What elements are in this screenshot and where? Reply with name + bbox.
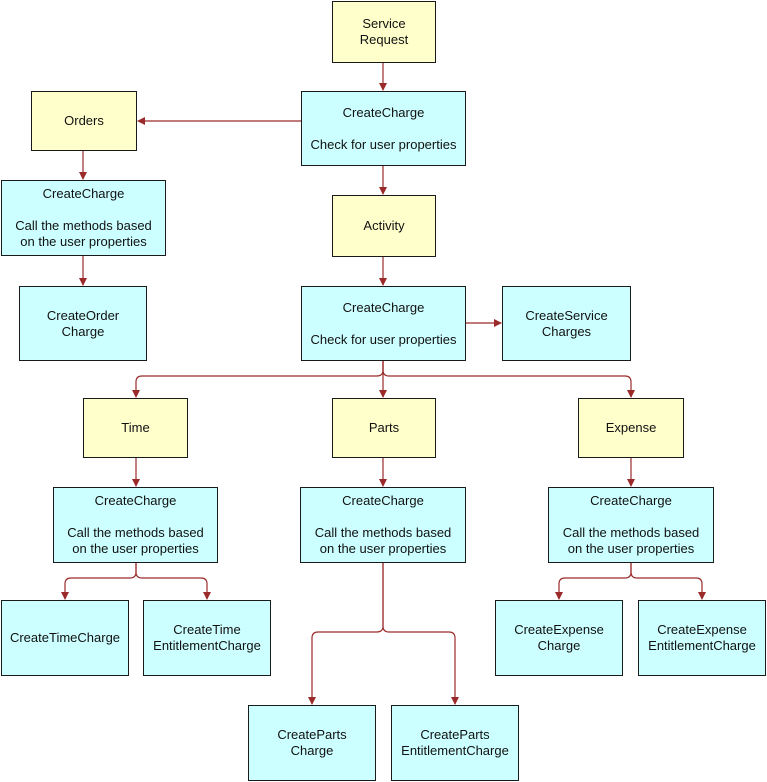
node-label-line: EntitlementCharge xyxy=(153,638,261,653)
node-title: CreateCharge xyxy=(342,104,425,120)
edge-createcharge-to-createparts-charge xyxy=(308,563,384,705)
parts-node: Parts xyxy=(332,398,436,458)
node-label-line: EntitlementCharge xyxy=(401,743,509,758)
createservice-charges-node: CreateService Charges xyxy=(502,286,631,361)
node-label-line: Charge xyxy=(537,638,581,653)
node-label-line: on the user properties xyxy=(20,234,147,249)
node-label-line: Call the methods based xyxy=(314,525,452,540)
node-label-line: CreateParts xyxy=(420,727,490,742)
createcharge-activity-node: CreateCharge Check for user properties xyxy=(301,286,466,361)
node-label-line: Charges xyxy=(541,323,592,339)
node-label-line: Charge xyxy=(61,323,105,339)
createexpense-entitlementcharge-node: CreateExpense EntitlementCharge xyxy=(638,600,766,676)
createcharge-parts-node: CreateCharge Call the methods based on t… xyxy=(300,487,466,563)
activity-node: Activity xyxy=(332,195,436,257)
node-label-line: Activity xyxy=(363,218,405,233)
node-label-line: EntitlementCharge xyxy=(648,638,756,653)
edge-createcharge-to-createtimecharge xyxy=(61,563,137,600)
node-label-line: on the user properties xyxy=(567,541,695,556)
createcharge-orders-node: CreateCharge Call the methods based on t… xyxy=(1,180,166,256)
edge-createcharge-to-createtime-entitlementcharge xyxy=(135,563,211,600)
edge-createcharge-to-time xyxy=(132,361,384,398)
node-label-line: Call the methods based xyxy=(67,525,204,540)
createtime-entitlementcharge-node: CreateTime EntitlementCharge xyxy=(143,600,271,676)
edge-createcharge-to-createexpense-entitlementcharge xyxy=(630,563,706,600)
time-node: Time xyxy=(83,398,188,458)
createparts-entitlementcharge-node: CreateParts EntitlementCharge xyxy=(391,705,519,781)
node-label-line: CreateExpense xyxy=(514,622,604,637)
node-label-line: CreateParts xyxy=(277,727,347,742)
node-title: CreateCharge xyxy=(342,299,425,315)
node-title: CreateCharge xyxy=(342,493,424,508)
node-label-line: CreateExpense xyxy=(657,622,747,637)
node-label-line: CreateOrder xyxy=(46,307,120,323)
node-label-line: Time xyxy=(121,420,150,435)
node-label-line: CreateService xyxy=(525,307,608,323)
node-label-line: Service xyxy=(362,16,406,31)
edge-createcharge-to-createexpense-charge xyxy=(555,563,632,600)
node-label-line: Request xyxy=(359,32,409,47)
node-label-line: CreateTimeCharge xyxy=(9,630,121,645)
service-request-node: Service Request xyxy=(332,1,436,63)
node-label-line: Orders xyxy=(64,113,104,128)
node-label-line: Charge xyxy=(290,743,334,758)
expense-node: Expense xyxy=(578,398,684,458)
createparts-charge-node: CreateParts Charge xyxy=(248,705,376,781)
node-label-line: Call the methods based xyxy=(15,218,152,233)
orders-node: Orders xyxy=(31,91,137,151)
node-label-line: Check for user properties xyxy=(310,136,457,152)
createcharge-expense-node: CreateCharge Call the methods based on t… xyxy=(548,487,714,563)
node-title: CreateCharge xyxy=(94,493,177,508)
node-label-line: Call the methods based xyxy=(562,525,700,540)
node-title: CreateCharge xyxy=(42,186,125,201)
edge-createcharge-to-expense xyxy=(382,361,635,398)
createcharge-time-node: CreateCharge Call the methods based on t… xyxy=(53,487,218,563)
createtimecharge-node: CreateTimeCharge xyxy=(1,600,129,676)
createexpense-charge-node: CreateExpense Charge xyxy=(495,600,623,676)
node-label-line: on the user properties xyxy=(319,541,447,556)
node-label-line: Check for user properties xyxy=(310,331,457,347)
createorder-charge-node: CreateOrder Charge xyxy=(19,286,147,361)
edge-createcharge-to-createparts-entitlementcharge xyxy=(382,563,459,705)
node-label-line: CreateTime xyxy=(173,622,241,637)
node-label-line: Parts xyxy=(368,420,400,435)
createcharge-top-node: CreateCharge Check for user properties xyxy=(301,91,466,166)
node-label-line: Expense xyxy=(605,420,657,435)
node-label-line: on the user properties xyxy=(72,541,199,556)
node-title: CreateCharge xyxy=(590,493,672,508)
